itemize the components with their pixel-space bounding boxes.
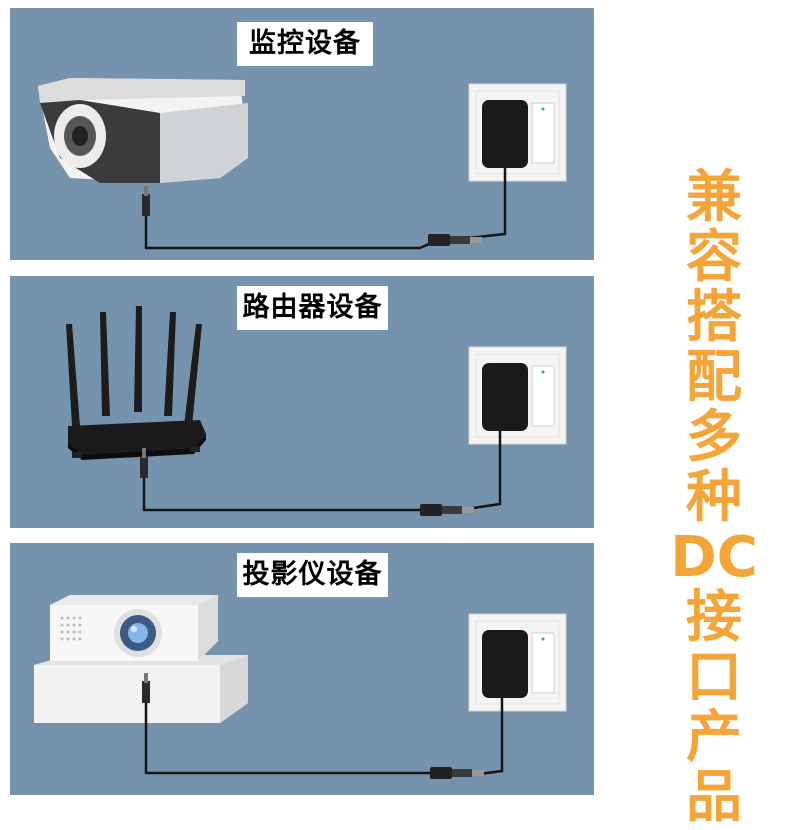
- panel-projector: 投影仪设备: [10, 543, 594, 795]
- side-char: 兼: [686, 165, 742, 230]
- router-icon: [66, 306, 206, 478]
- panel-camera: 监控设备: [10, 8, 594, 260]
- panel-label: 投影仪设备: [237, 553, 388, 597]
- projector-icon: [34, 595, 248, 723]
- side-char: DC: [670, 525, 758, 590]
- panel-label: 监控设备: [237, 22, 373, 66]
- panel-router: 路由器设备: [10, 276, 594, 528]
- side-char: 多: [686, 405, 742, 470]
- side-char: 种: [686, 465, 742, 530]
- panel-label: 路由器设备: [237, 286, 388, 330]
- compatibility-vertical-text: 兼 容 搭 配 多 种 DC 接 口 产 品: [670, 165, 758, 830]
- side-char: 品: [686, 765, 742, 830]
- side-char: 接: [686, 585, 742, 650]
- side-char: 配: [686, 345, 742, 410]
- side-char: 产: [686, 705, 742, 770]
- side-char: 容: [686, 225, 742, 290]
- power-adapter-icon: [144, 613, 567, 779]
- camera-icon: [38, 78, 248, 216]
- power-adapter-icon: [144, 83, 567, 250]
- side-char: 口: [686, 645, 742, 710]
- side-char: 搭: [686, 285, 742, 350]
- power-adapter-icon: [142, 346, 567, 516]
